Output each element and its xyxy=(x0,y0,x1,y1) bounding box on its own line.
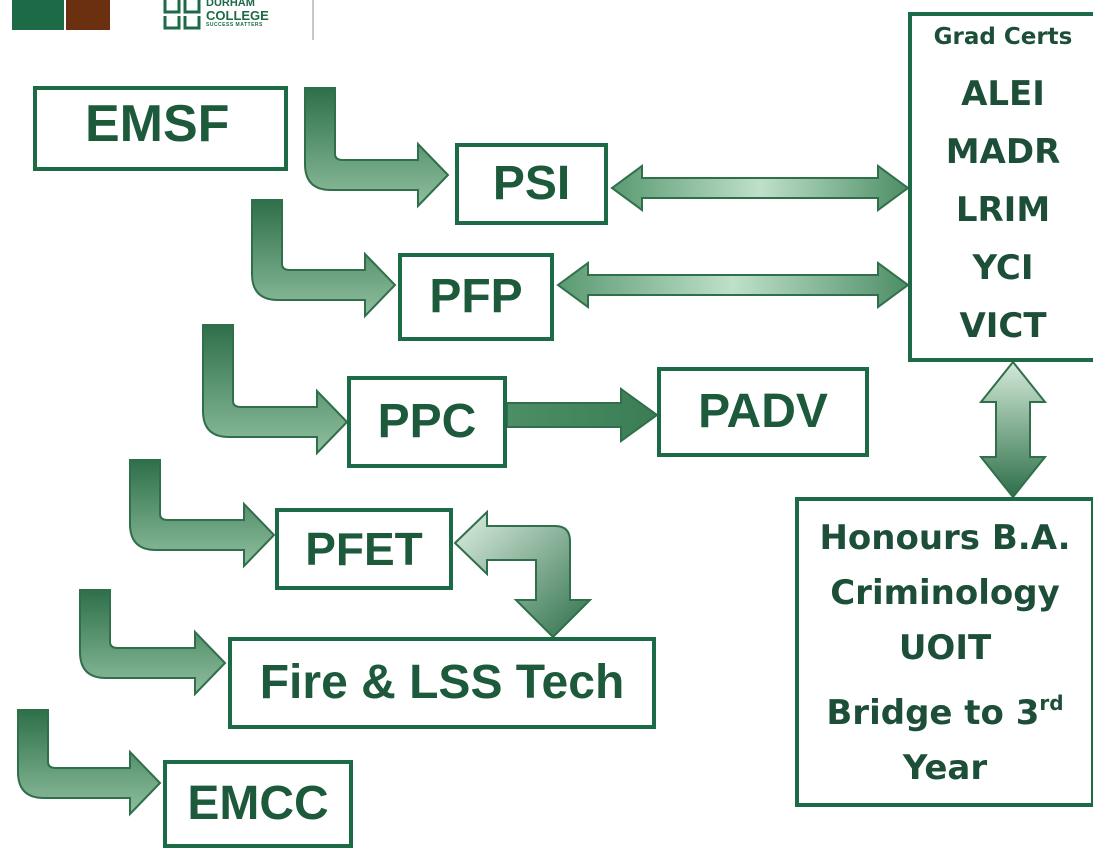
program-box-emsf: EMSF xyxy=(33,86,288,171)
program-box-fire-lss-tech: Fire & LSS Tech xyxy=(228,637,656,729)
program-box-pfet: PFET xyxy=(275,508,453,590)
arrow-to-pfet xyxy=(129,459,276,569)
arrow-grad-certs-degree xyxy=(978,360,1048,499)
college-crest-icon xyxy=(163,0,201,30)
grad-cert-item: YCI xyxy=(972,248,1034,288)
logo-line-1: DURHAM xyxy=(206,0,255,9)
logo-line-2: COLLEGE xyxy=(206,8,269,23)
grad-certs-box: Grad Certs ALEI MADR LRIM YCI VICT xyxy=(908,12,1093,362)
degree-box: Honours B.A. Criminology UOIT Bridge to … xyxy=(795,497,1093,807)
arrow-to-fire-lss-tech xyxy=(79,589,227,697)
logo-green-square xyxy=(12,0,64,30)
grad-cert-item: ALEI xyxy=(961,74,1045,114)
program-box-ppc: PPC xyxy=(347,376,507,468)
arrow-to-pfp xyxy=(251,199,397,319)
program-box-padv: PADV xyxy=(657,367,869,457)
degree-line: Honours B.A. xyxy=(819,518,1071,558)
degree-ordinal-suffix: rd xyxy=(1039,691,1064,715)
grad-cert-item: MADR xyxy=(945,132,1061,172)
arrow-pfet-fire-loop xyxy=(453,509,593,639)
program-label-ppc: PPC xyxy=(377,395,477,448)
program-box-pfp: PFP xyxy=(398,253,554,341)
degree-line: Bridge to 3rd xyxy=(826,676,1063,741)
logo-tagline: SUCCESS MATTERS xyxy=(206,22,263,28)
program-label-pfp: PFP xyxy=(429,270,523,323)
logo-brown-square xyxy=(66,0,110,30)
program-label-fire-lss-tech: Fire & LSS Tech xyxy=(259,656,625,709)
degree-bridge-text: Bridge to 3 xyxy=(826,693,1040,733)
degree-line: Year xyxy=(902,748,988,788)
program-label-emsf: EMSF xyxy=(85,94,230,153)
header-divider xyxy=(312,0,314,40)
program-label-emcc: EMCC xyxy=(187,777,329,830)
grad-certs-title: Grad Certs xyxy=(933,24,1073,50)
arrow-psi-grad-certs xyxy=(610,164,910,212)
program-box-emcc: EMCC xyxy=(163,760,353,848)
arrow-pfp-grad-certs xyxy=(556,261,910,309)
college-logo-text: DURHAM COLLEGE SUCCESS MATTERS xyxy=(206,0,316,29)
program-box-psi: PSI xyxy=(455,143,608,225)
grad-cert-item: LRIM xyxy=(955,190,1051,230)
degree-line: UOIT xyxy=(898,628,992,668)
grad-cert-item: VICT xyxy=(959,306,1047,346)
program-label-pfet: PFET xyxy=(305,523,423,575)
arrow-emsf-to-psi xyxy=(304,87,450,209)
program-label-padv: PADV xyxy=(698,385,828,438)
arrow-to-ppc xyxy=(202,324,349,456)
arrow-to-emcc xyxy=(17,709,162,817)
degree-line: Criminology xyxy=(830,573,1060,613)
arrow-ppc-to-padv xyxy=(506,387,659,443)
program-label-psi: PSI xyxy=(492,157,571,210)
